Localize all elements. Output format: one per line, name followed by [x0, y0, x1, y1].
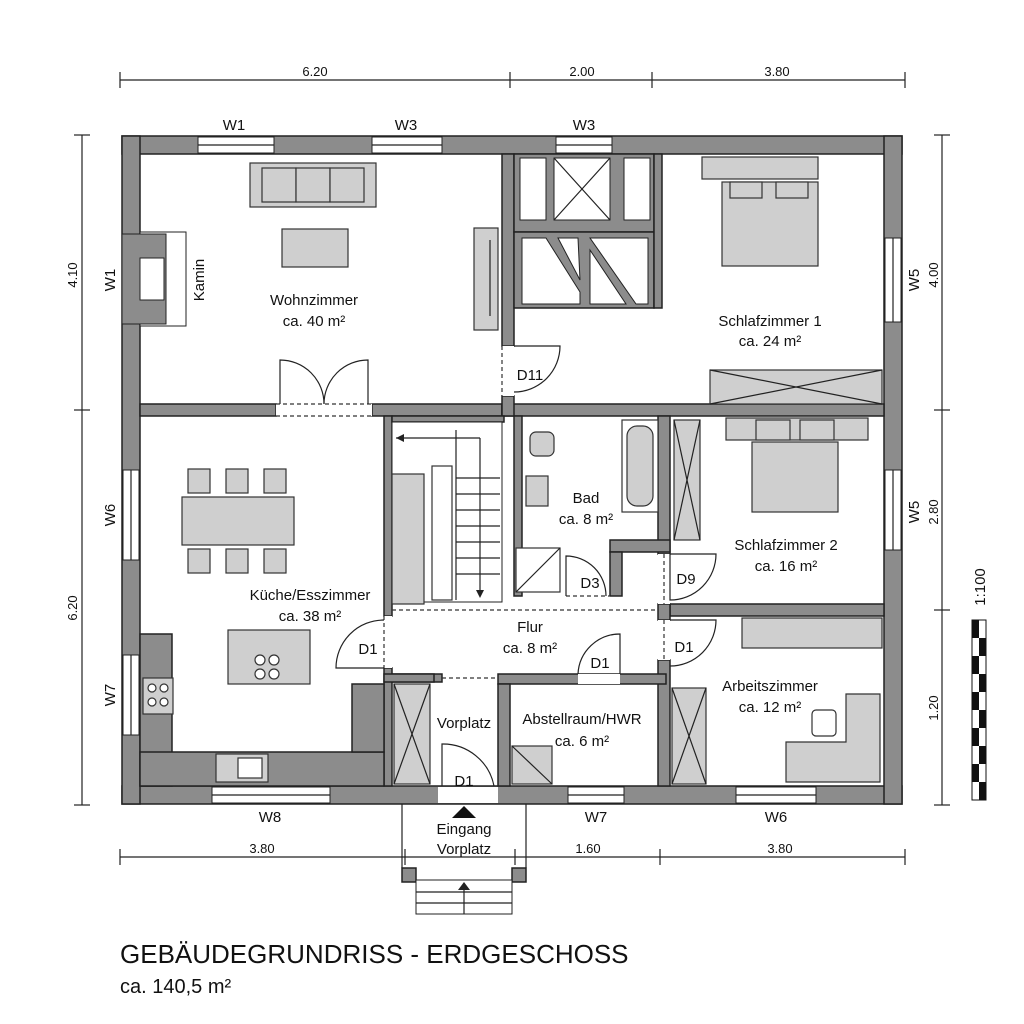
- window-w7-bottom: W7: [585, 809, 608, 826]
- room-schlafzimmer2-name: Schlafzimmer 2: [734, 537, 837, 554]
- dim-bottom-2: 1.60: [575, 841, 600, 856]
- fireplace: [121, 231, 187, 327]
- dim-right-2: 2.80: [926, 499, 941, 524]
- room-schlafzimmer1-name: Schlafzimmer 1: [718, 313, 821, 330]
- dim-bottom-3: 3.80: [767, 841, 792, 856]
- window-w3-top-b: W3: [573, 117, 596, 134]
- dimension-lines: [74, 72, 950, 865]
- dim-left-2: 6.20: [65, 595, 80, 620]
- shaft-area: [513, 153, 663, 309]
- dim-top-1: 6.20: [302, 64, 327, 79]
- window-w6-left: W6: [102, 504, 119, 527]
- room-arbeitszimmer-area: ca. 12 m²: [739, 699, 802, 716]
- window-w3-top-a: W3: [395, 117, 418, 134]
- doors: [276, 345, 717, 787]
- window-w5-right-a: W5: [906, 269, 923, 292]
- entrance-label-1: Eingang: [436, 821, 491, 838]
- dim-left-1: 4.10: [65, 262, 80, 287]
- door-d1-abstell: D1: [590, 655, 609, 672]
- window-w5-right-b: W5: [906, 501, 923, 524]
- door-d11: D11: [517, 367, 543, 384]
- furniture: [142, 156, 883, 785]
- scale-label: 1:100: [972, 568, 989, 606]
- room-wohnzimmer-area: ca. 40 m²: [283, 313, 346, 330]
- room-vorplatz-name: Vorplatz: [437, 715, 491, 732]
- room-abstellraum-area: ca. 6 m²: [555, 733, 609, 750]
- door-d9: D9: [676, 571, 695, 588]
- room-arbeitszimmer-name: Arbeitszimmer: [722, 678, 818, 695]
- room-wohnzimmer-name: Wohnzimmer: [270, 292, 358, 309]
- room-abstellraum-name: Abstellraum/HWR: [522, 711, 641, 728]
- plan-title: GEBÄUDEGRUNDRISS - ERDGESCHOSS: [120, 939, 629, 969]
- room-flur-name: Flur: [517, 619, 543, 636]
- fireplace-label: Kamin: [191, 259, 208, 302]
- window-w1-left: W1: [102, 269, 119, 292]
- window-w6-bottom: W6: [765, 809, 788, 826]
- dim-bottom-1: 3.80: [249, 841, 274, 856]
- door-d3: D3: [580, 575, 599, 592]
- room-bad-name: Bad: [573, 490, 600, 507]
- room-bad-area: ca. 8 m²: [559, 511, 613, 528]
- dim-top-3: 3.80: [764, 64, 789, 79]
- scale-bar: [971, 619, 987, 801]
- window-w1-top: W1: [223, 117, 246, 134]
- entrance-arrow-icon: [452, 806, 476, 818]
- windows: [122, 136, 902, 804]
- dim-right-3: 1.20: [926, 695, 941, 720]
- room-flur-area: ca. 8 m²: [503, 640, 557, 657]
- room-kueche-name: Küche/Esszimmer: [250, 587, 371, 604]
- window-w7-left: W7: [102, 684, 119, 707]
- plan-total-area: ca. 140,5 m²: [120, 976, 232, 998]
- room-schlafzimmer1-area: ca. 24 m²: [739, 333, 802, 350]
- door-d1-arbeit: D1: [674, 639, 693, 656]
- door-d1-vorplatz: D1: [454, 773, 473, 790]
- room-schlafzimmer2-area: ca. 16 m²: [755, 558, 818, 575]
- door-d1-kueche: D1: [358, 641, 377, 658]
- entrance-label-2: Vorplatz: [437, 841, 491, 858]
- entrance: [401, 804, 527, 915]
- room-kueche-area: ca. 38 m²: [279, 608, 342, 625]
- window-w8-bottom: W8: [259, 809, 282, 826]
- dim-right-1: 4.00: [926, 262, 941, 287]
- dim-top-2: 2.00: [569, 64, 594, 79]
